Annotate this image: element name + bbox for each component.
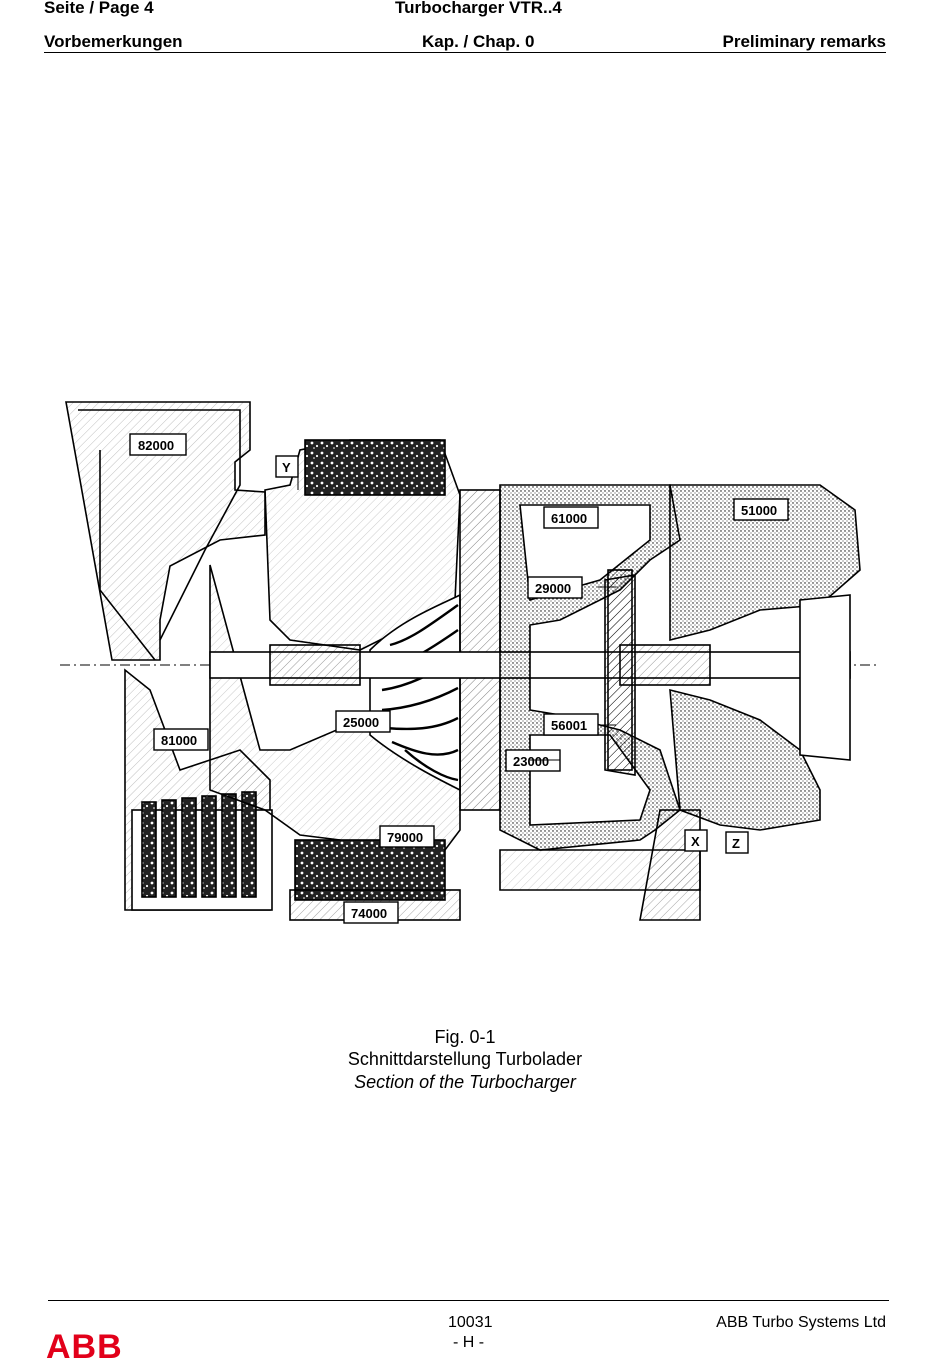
svg-text:25000: 25000 [343, 715, 379, 730]
part-label-Z: Z [725, 831, 749, 854]
svg-text:51000: 51000 [741, 503, 777, 518]
svg-text:79000: 79000 [387, 830, 423, 845]
svg-text:23000: 23000 [513, 754, 549, 769]
page-number: Seite / Page 4 [44, 0, 154, 17]
part-label-Y: Y [275, 455, 299, 478]
svg-text:Z: Z [732, 836, 740, 851]
product-title: Turbocharger VTR..4 [395, 0, 562, 17]
svg-text:X: X [691, 834, 700, 849]
part-label-25000: 25000 [335, 710, 391, 733]
part-label-82000: 82000 [129, 433, 187, 456]
part-label-X: X [684, 829, 708, 852]
figure-caption-de: Schnittdarstellung Turbolader [347, 1049, 583, 1069]
svg-text:81000: 81000 [161, 733, 197, 748]
abb-logo: ABB [46, 1328, 123, 1366]
part-label-56001: 56001 [543, 713, 599, 736]
section-title-de: Vorbemerkungen [44, 32, 183, 51]
section-title-en: Preliminary remarks [722, 32, 887, 51]
part-label-81000: 81000 [153, 728, 209, 751]
document-number: 10031 [448, 1314, 493, 1331]
svg-text:74000: 74000 [351, 906, 387, 921]
part-label-61000: 61000 [543, 506, 599, 529]
figure-number: Fig. 0-1 [434, 1027, 496, 1047]
svg-text:29000: 29000 [535, 581, 571, 596]
figure-caption-en: Section of the Turbocharger [354, 1072, 576, 1092]
svg-text:82000: 82000 [138, 438, 174, 453]
svg-text:56001: 56001 [551, 718, 587, 733]
chapter-label: Kap. / Chap. 0 [422, 32, 535, 51]
footer-rule [48, 1300, 889, 1301]
part-label-29000: 29000 [527, 576, 583, 599]
svg-text:Y: Y [282, 460, 291, 475]
revision-label: - H - [453, 1334, 485, 1351]
turbocharger-section-drawing: 82000 Y 61000 51000 29000 25000 56001 81… [60, 401, 880, 924]
header-rule [44, 52, 886, 53]
part-label-51000: 51000 [733, 498, 789, 521]
part-label-79000: 79000 [379, 825, 435, 848]
part-label-74000: 74000 [343, 901, 399, 924]
svg-text:61000: 61000 [551, 511, 587, 526]
company-name: ABB Turbo Systems Ltd [716, 1314, 886, 1331]
